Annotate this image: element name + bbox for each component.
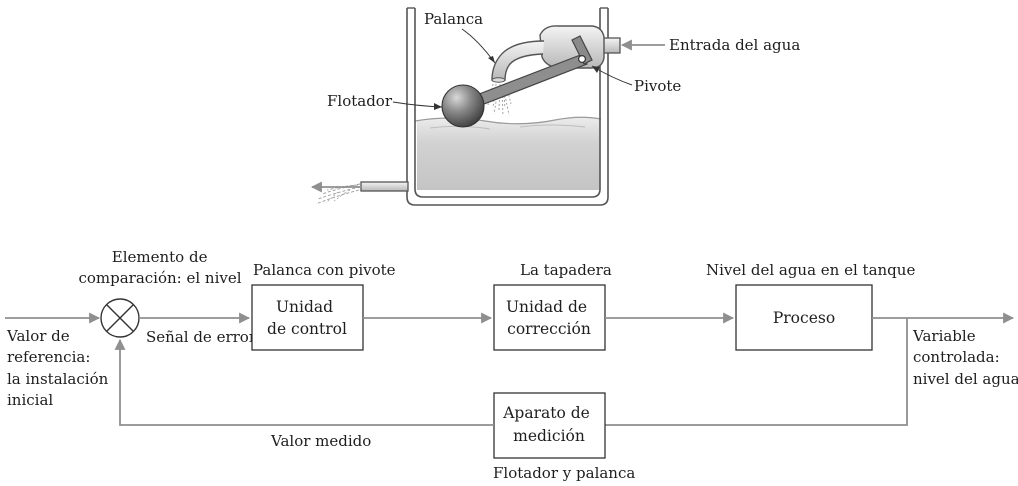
float-ball <box>441 84 485 128</box>
measurement-label: Aparato de medición <box>502 404 595 445</box>
control-caption: Palanca con pivote <box>253 261 396 279</box>
label-lever: Palanca <box>424 10 483 28</box>
correction-unit-box <box>493 284 606 351</box>
correction-caption: La tapadera <box>520 261 612 279</box>
tank-wall-inner <box>414 8 601 198</box>
tank-wall-outer <box>406 8 609 206</box>
tank-illustration: Palanca Entrada del agua Flotador Pivote <box>310 7 800 206</box>
control-unit-label: Unidad de control <box>267 298 347 338</box>
correction-unit-label: Unidad de corrección <box>506 298 592 338</box>
control-unit-box <box>251 284 364 351</box>
block-diagram: Elemento de comparación: el nivel Valor … <box>5 248 1018 482</box>
feedback-label: Valor medido <box>270 432 371 450</box>
error-label: Señal de error <box>146 328 257 346</box>
process-label: Proceso <box>773 309 835 327</box>
pivot <box>577 54 586 63</box>
outlet-pipe <box>315 181 409 205</box>
process-caption: Nivel del agua en el tanque <box>706 261 915 279</box>
output-label: Variable controlada: nivel del agua <box>912 327 1018 388</box>
process-box <box>735 284 873 351</box>
comparator-label: Elemento de comparación: el nivel <box>78 248 241 287</box>
water <box>417 117 600 190</box>
label-pivot: Pivote <box>634 77 681 95</box>
feedback-line-right <box>605 318 908 426</box>
measurement-box <box>493 392 606 459</box>
measurement-caption: Flotador y palanca <box>493 464 635 482</box>
feedback-line-left <box>114 338 494 426</box>
label-float: Flotador <box>327 92 393 110</box>
label-inlet: Entrada del agua <box>669 36 800 54</box>
input-label: Valor de referencia: la instalación inic… <box>6 327 113 409</box>
